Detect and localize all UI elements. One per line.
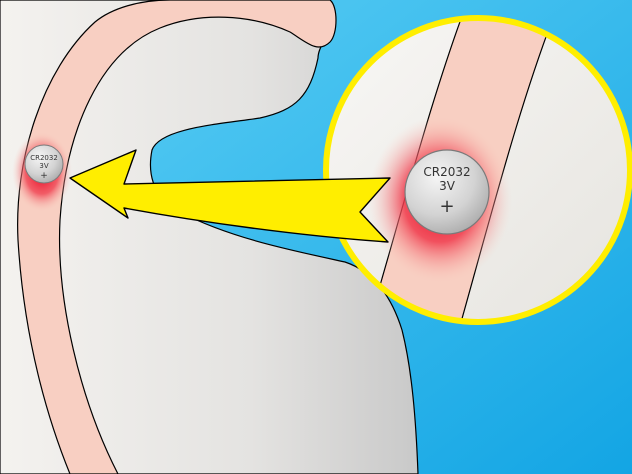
battery-zoom-polarity: +: [439, 196, 454, 217]
battery-small-polarity: +: [40, 171, 48, 181]
battery-small-label-line1: CR2032: [30, 154, 58, 162]
battery-zoom-label-line1: CR2032: [423, 165, 470, 179]
battery-zoom-label-line2: 3V: [439, 179, 456, 193]
battery-small: CR2032 3V +: [25, 145, 63, 183]
battery-small-label-line2: 3V: [39, 162, 48, 170]
battery-zoom: CR2032 3V +: [405, 150, 489, 234]
